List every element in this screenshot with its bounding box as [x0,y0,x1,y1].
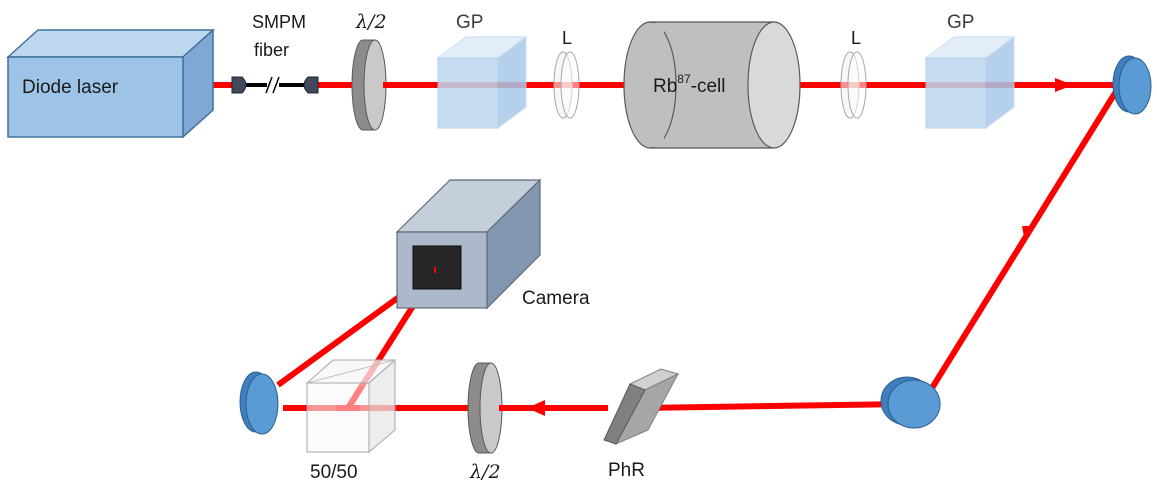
mirror-bottom-right [880,376,941,429]
diode-laser-label: Diode laser [22,77,119,98]
phr-label: PhR [608,460,645,481]
rb-cell-label-suffix: -cell [691,76,726,97]
beamsplitter-label: 50/50 [310,462,358,483]
rb-cell-label-sup: 87 [677,72,691,86]
camera-label: Camera [522,288,590,309]
phr-plate: PhR [603,368,680,481]
halfwave-plate-bottom: λ/2 [467,362,520,483]
lens-right: L [840,28,867,119]
halfwave-top-label: λ/2 [355,11,387,33]
halfwave-plate-top: λ/2 [351,11,400,131]
arrow-right-top [1055,78,1073,92]
gp-left-label: GP [456,12,483,33]
beamsplitter-cube: 50/50 [305,358,397,483]
mirror-top-right [1112,55,1152,115]
mirror-bottom-left [239,371,279,435]
gp-right-label: GP [947,12,974,33]
lens-right-label: L [851,28,861,48]
rb-cell-label-main: Rb [653,76,677,97]
gp-cube-right: GP [924,12,1016,129]
camera: Camera [395,178,590,310]
lens-left-label: L [562,28,572,48]
svg-text:Rb87-cell: Rb87-cell [653,72,726,97]
arrow-down-diagonal [1022,226,1034,243]
lens-left: L [553,28,580,119]
smpm-fiber: SMPM fiber [231,12,319,94]
halfwave-bottom-label: λ/2 [469,461,501,483]
fiber-label-line1: SMPM [252,12,306,32]
gp-cube-left: GP [436,12,528,129]
beam-direction-arrows [527,78,1073,416]
fiber-label-line2: fiber [254,40,289,60]
arrow-left-bottom [527,400,545,416]
rb87-cell: Rb87-cell [623,21,801,149]
diode-laser: Diode laser [6,28,215,139]
